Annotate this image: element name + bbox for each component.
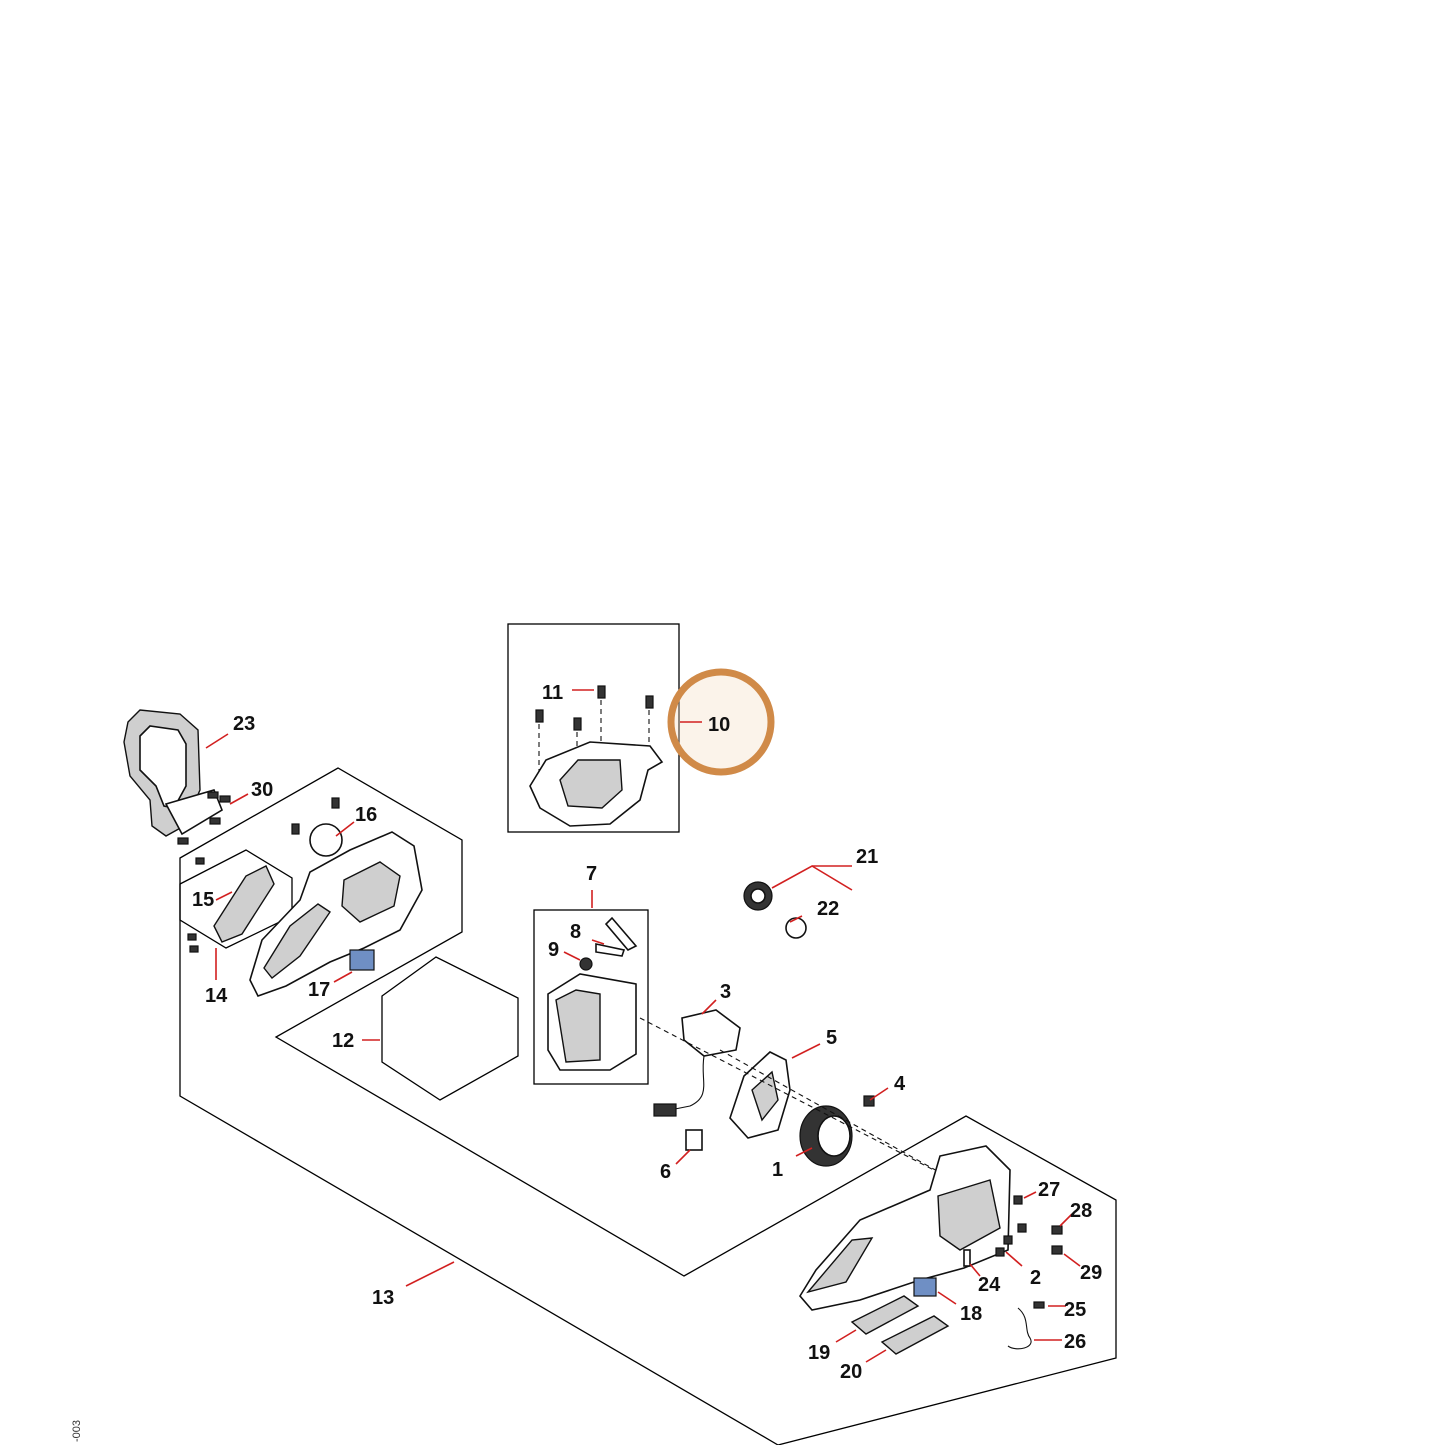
callout-25[interactable]: 25 — [1064, 1299, 1086, 1321]
callout-22[interactable]: 22 — [817, 898, 839, 920]
frame-trigger-group-12 — [381, 956, 519, 1101]
callout-21[interactable]: 21 — [856, 846, 878, 868]
callout-1[interactable]: 1 — [772, 1159, 783, 1181]
callout-27[interactable]: 27 — [1038, 1179, 1060, 1201]
callout-5[interactable]: 5 — [826, 1027, 837, 1049]
part-handle-moulding-15 — [213, 865, 275, 943]
callout-17[interactable]: 17 — [308, 979, 330, 1001]
callout-6[interactable]: 6 — [660, 1161, 671, 1183]
frame-tank-group-7 — [533, 909, 649, 1085]
highlight-ring[interactable] — [667, 668, 775, 776]
frame-cover-group-10 — [507, 623, 680, 833]
callout-30[interactable]: 30 — [251, 779, 273, 801]
part-crankcase-right — [799, 1145, 1011, 1311]
part-label-17 — [349, 949, 375, 971]
callout-16[interactable]: 16 — [355, 804, 377, 826]
part-screws-right — [963, 1195, 1063, 1267]
callout-3[interactable]: 3 — [720, 981, 731, 1003]
callout-12[interactable]: 12 — [332, 1030, 354, 1052]
callout-7[interactable]: 7 — [586, 863, 597, 885]
callout-2[interactable]: 2 — [1030, 1267, 1041, 1289]
part-flywheel-1 — [639, 1017, 1001, 1207]
callout-19[interactable]: 19 — [808, 1342, 830, 1364]
callout-23[interactable]: 23 — [233, 713, 255, 735]
part-plates-19-20 — [850, 1295, 950, 1355]
frame-housing-group-13 — [179, 767, 1117, 1445]
part-cover-10 — [529, 741, 664, 827]
part-housing-shell-16 — [249, 823, 423, 997]
part-screws-30 — [177, 791, 231, 845]
callout-28[interactable]: 28 — [1070, 1200, 1092, 1222]
callout-20[interactable]: 20 — [840, 1361, 862, 1383]
part-tank-7 — [547, 916, 638, 1071]
callout-13[interactable]: 13 — [372, 1287, 394, 1309]
callout-29[interactable]: 29 — [1080, 1262, 1102, 1284]
diagram-reference-code: -003 — [71, 1420, 83, 1442]
part-oil-pump-21 — [743, 881, 807, 939]
callout-4[interactable]: 4 — [894, 1073, 906, 1095]
callout-24[interactable]: 24 — [978, 1274, 1001, 1296]
callout-18[interactable]: 18 — [960, 1303, 982, 1325]
callout-8[interactable]: 8 — [570, 921, 581, 943]
part-ignition-3 — [653, 1009, 741, 1151]
part-rear-handle — [123, 709, 223, 837]
callout-9[interactable]: 9 — [548, 939, 559, 961]
part-label-18 — [913, 1277, 937, 1297]
leader-lines — [205, 689, 1081, 1363]
callout-14[interactable]: 14 — [205, 985, 228, 1007]
part-screws-housing — [187, 797, 340, 953]
part-fan-housing-5 — [729, 1051, 791, 1139]
callout-11[interactable]: 11 — [542, 682, 563, 704]
callout-26[interactable]: 26 — [1064, 1331, 1086, 1353]
part-cable-26 — [1007, 1301, 1045, 1350]
callout-15[interactable]: 15 — [192, 889, 214, 911]
callout-10[interactable]: 10 — [708, 714, 730, 736]
